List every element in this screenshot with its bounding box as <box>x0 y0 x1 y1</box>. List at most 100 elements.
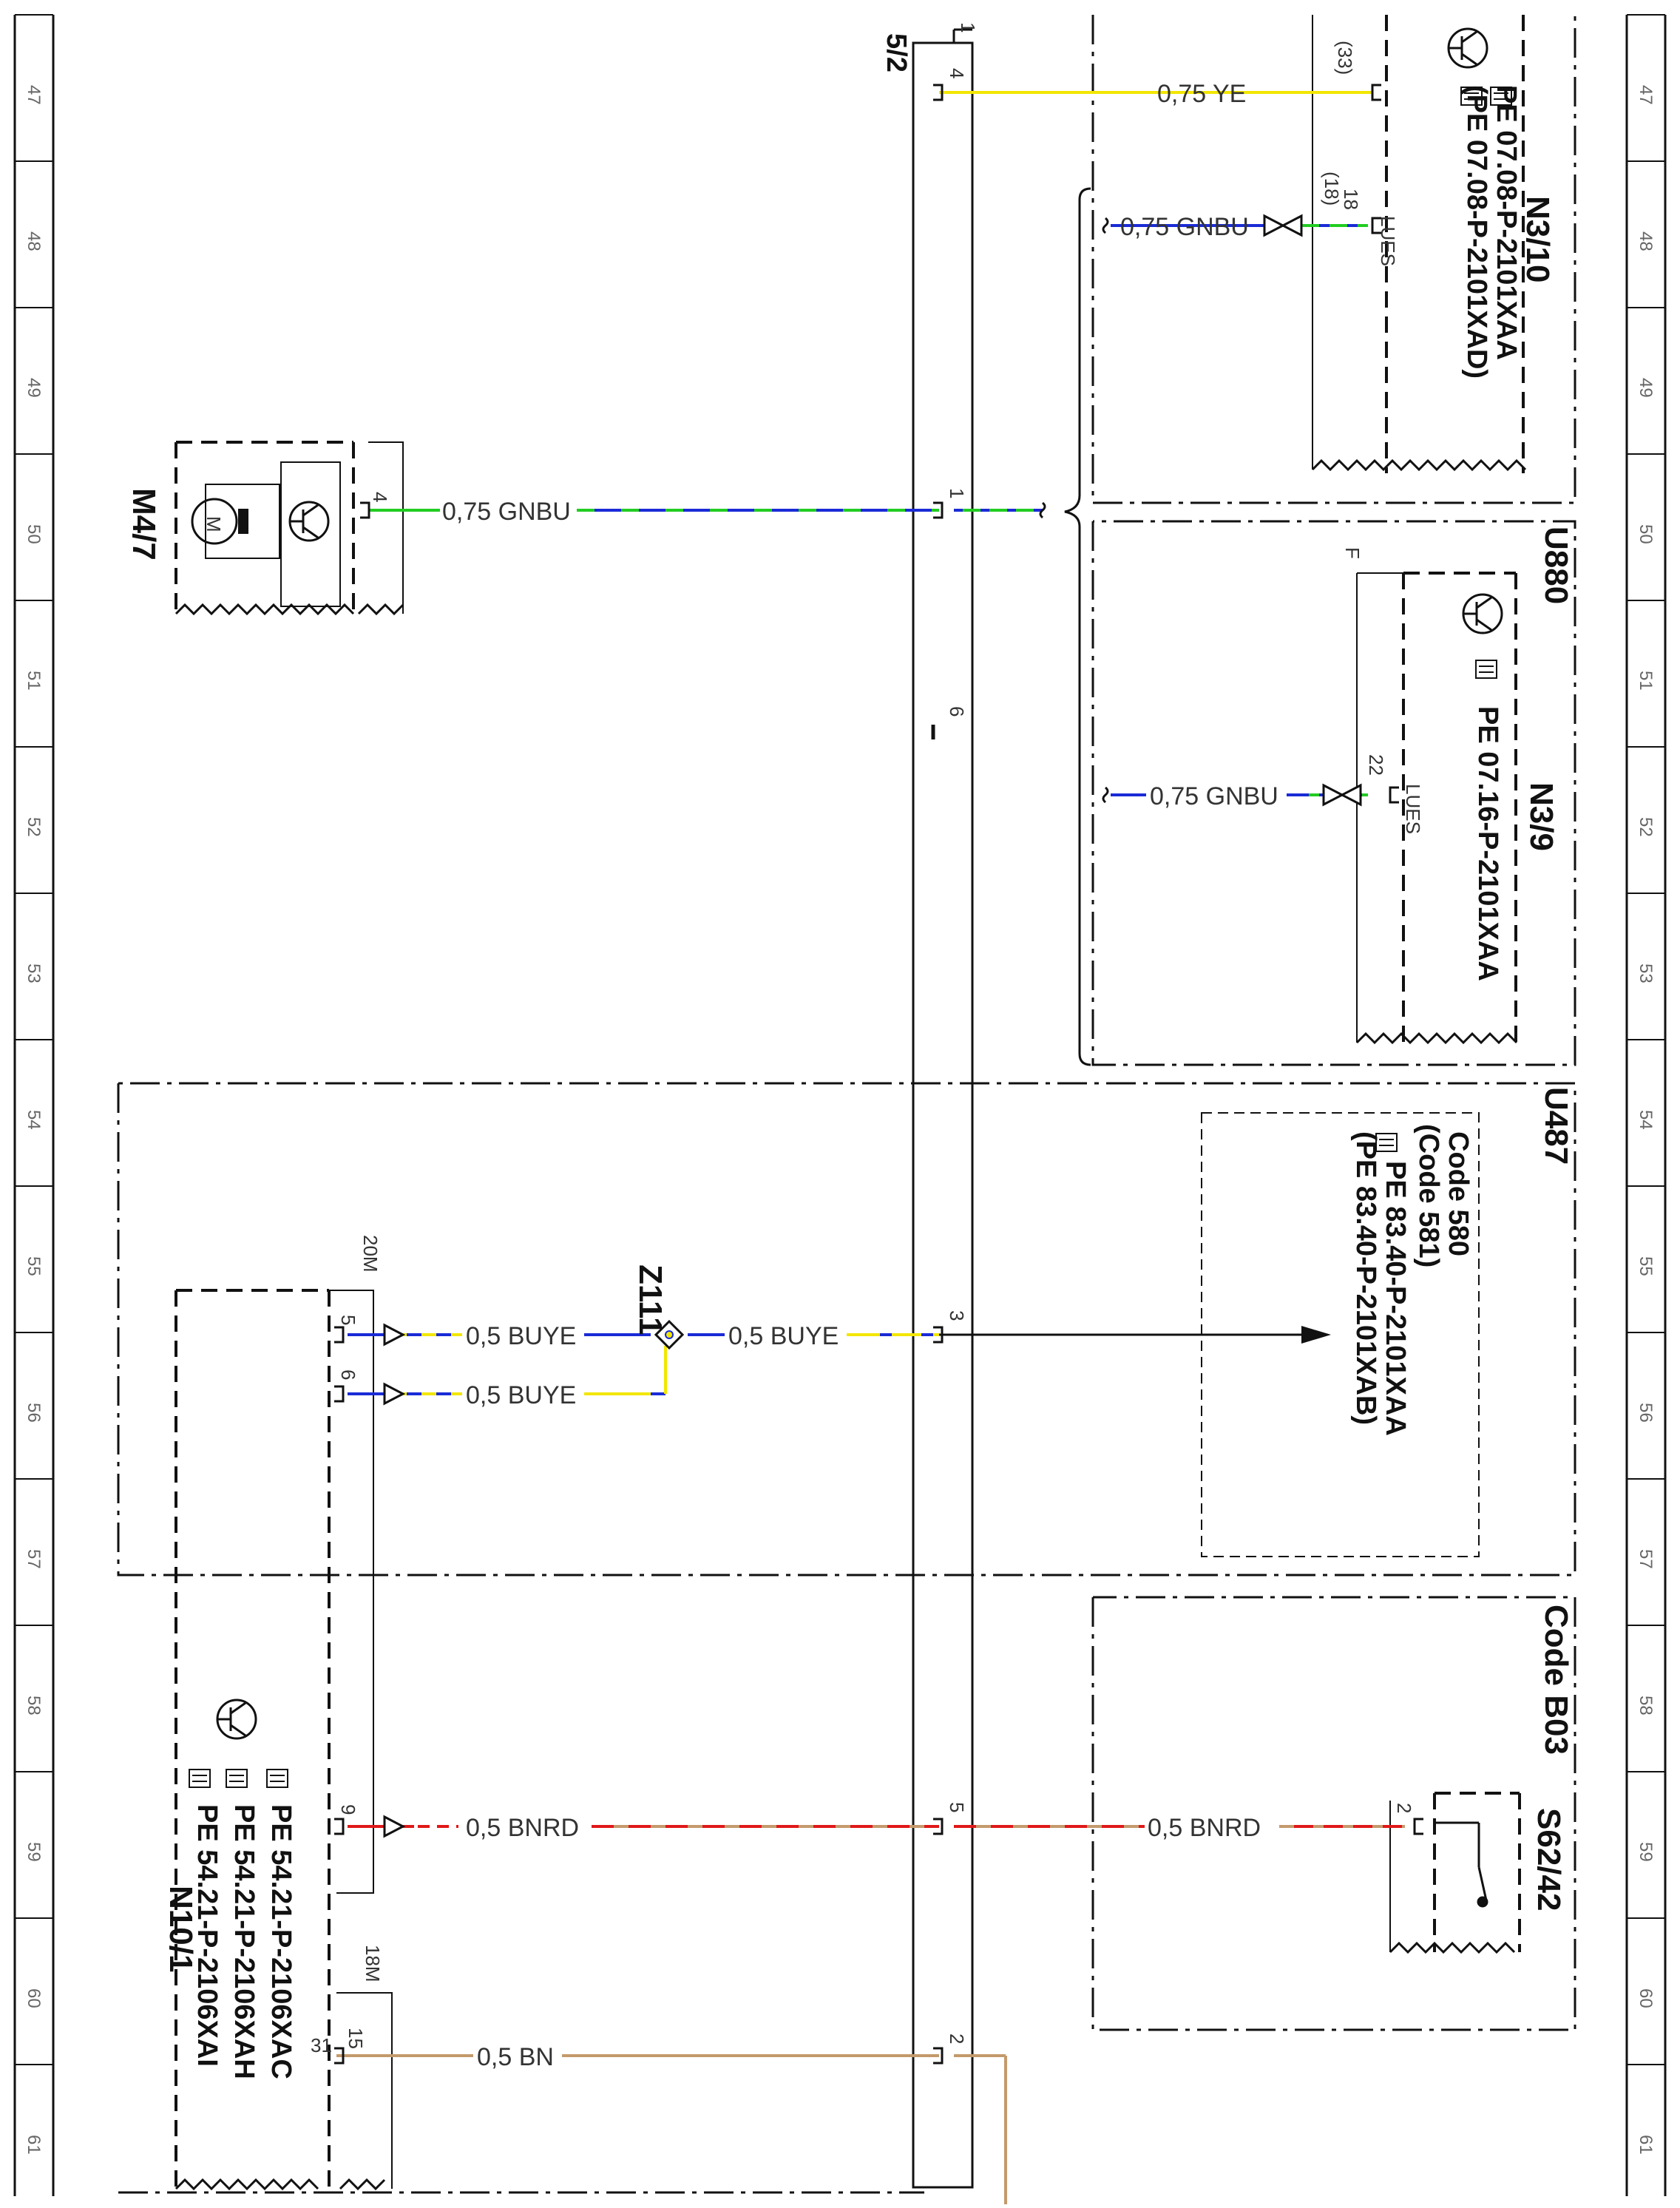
grid-number-left: 49 <box>24 378 44 398</box>
u487-ref2: (PE 83.40-P-2101XAB) <box>1350 1131 1381 1425</box>
n3-10-pin-18: 18 <box>1340 189 1362 210</box>
component-m4-7: M M4/7 4 <box>126 441 404 616</box>
bus-bracket <box>1064 187 1091 1066</box>
wire-label-gnbu-n310: 0,75 GNBU <box>1120 213 1249 241</box>
grid-number-right: 47 <box>1636 85 1656 105</box>
n10-1-pin-5: 5 <box>337 1315 359 1325</box>
grid-number-right: 59 <box>1636 1842 1656 1862</box>
grid-number-right: 51 <box>1636 671 1656 691</box>
u487-code2: (Code 581) <box>1413 1124 1444 1267</box>
grid-number-left: 58 <box>24 1696 44 1716</box>
grid-number-left: 57 <box>24 1549 44 1569</box>
component-u487: U487 Code 580 (Code 581) PE 83.40-P-2101… <box>117 1082 1576 1577</box>
code-b03-name: Code B03 <box>1538 1605 1574 1755</box>
connector-pin-labels: 4 1 6 3 5 2 <box>946 68 968 2044</box>
n10-1-pin-15: 15 <box>345 2028 367 2049</box>
s62-42-name: S62/42 <box>1531 1808 1567 1911</box>
left-grid-rail <box>13 15 55 2196</box>
m4-7-pin-4: 4 <box>369 492 391 502</box>
grid-number-right: 56 <box>1636 1403 1656 1423</box>
grid-number-right: 54 <box>1636 1110 1656 1130</box>
n10-1-pin-9: 9 <box>337 1804 359 1815</box>
wire-label-buye-3: 0,5 BUYE <box>728 1322 839 1350</box>
pin-terminals <box>334 84 1423 2065</box>
wire-label-gnbu-m47: 0,75 GNBU <box>442 498 571 526</box>
n10-1-pin-6: 6 <box>337 1369 359 1380</box>
wire-label-bn: 0,5 BN <box>477 2043 554 2071</box>
connector-5-2-pin-top: 1 <box>957 22 979 33</box>
c52-pin-5: 5 <box>946 1802 968 1812</box>
grid-number-right: 49 <box>1636 378 1656 398</box>
grid-number-left: 56 <box>24 1403 44 1423</box>
n10-1-ref3: PE 54.21-P-2106XAI <box>192 1804 223 2067</box>
n3-10-pin-18b: (18) <box>1321 172 1343 206</box>
n10-1-pin-20m: 20M <box>359 1235 382 1273</box>
grid-number-right: 48 <box>1636 231 1656 251</box>
u487-code1: Code 580 <box>1443 1131 1474 1256</box>
grid-number-left: 50 <box>24 524 44 544</box>
wire-label-ye: 0,75 YE <box>1157 80 1246 108</box>
right-grid-rail <box>1625 15 1667 2196</box>
n3-9-lues: LUES <box>1402 784 1424 834</box>
hand-pointer-icon <box>189 1769 211 1788</box>
u487-ref1: PE 83.40-P-2101XAA <box>1380 1161 1411 1436</box>
c52-pin-1: 1 <box>946 488 968 498</box>
grid-number-right: 52 <box>1636 817 1656 837</box>
motor-letter: M <box>203 516 225 532</box>
grid-number-left: 52 <box>24 817 44 837</box>
svg-text:PE 07.08-P-2101XAA: PE 07.08-P-2101XAA <box>1491 85 1522 360</box>
grid-number-left: 51 <box>24 671 44 691</box>
grid-number-right: 53 <box>1636 964 1656 983</box>
wire-label-bnrd-2: 0,5 BNRD <box>1148 1814 1261 1842</box>
connector-arrows <box>383 214 1362 1838</box>
n3-10-ref2: (PE 07.08-P-2101XAD) <box>1461 85 1492 379</box>
s62-42-pin-2: 2 <box>1393 1803 1415 1813</box>
wire-labels: 0,75 YE 0,75 GNBU 0,75 GNBU 0,75 GNBU 0,… <box>442 80 1278 2071</box>
grid-number-right: 55 <box>1636 1256 1656 1276</box>
n10-1-pin-18m: 18M <box>362 1945 384 1982</box>
n3-10-name: N3/10 <box>1520 196 1556 282</box>
n10-1-name: N10/1 <box>163 1886 199 1972</box>
wire-break-marks <box>1039 217 1109 804</box>
hand-pointer-icon <box>226 1769 248 1788</box>
wire-label-buye-2: 0,5 BUYE <box>466 1381 576 1409</box>
grid-number-left: 54 <box>24 1110 44 1130</box>
n3-9-pin-f: F <box>1341 547 1364 559</box>
connector-5-2-label: 5/2 <box>881 33 912 72</box>
grid-number-right: 57 <box>1636 1549 1656 1569</box>
n3-10-ref1: PE 07.08-P-2101XAA <box>1491 85 1522 360</box>
component-code-b03: Code B03 S62/42 2 <box>1091 1596 1576 2031</box>
connector-5-2: 5/2 1 <box>881 22 979 2189</box>
transistor-icon <box>288 501 330 542</box>
hand-pointer-icon <box>266 1769 288 1788</box>
grid-number-left: 48 <box>24 231 44 251</box>
hand-pointer-icon <box>1375 1133 1398 1152</box>
transistor-icon <box>1447 27 1488 69</box>
u880-name: U880 <box>1538 526 1574 604</box>
n3-9-name: N3/9 <box>1523 782 1559 851</box>
grid-number-left: 55 <box>24 1256 44 1276</box>
n3-9-pin-22: 22 <box>1365 754 1387 776</box>
n10-1-ref1: PE 54.21-P-2106XAC <box>265 1804 297 2079</box>
component-n3-10: PE 07.08-P-2101XAA (PE 07.08-P-2101XAD) … <box>1091 15 1576 504</box>
hand-pointer-icon <box>1475 660 1497 679</box>
u487-name: U487 <box>1538 1087 1574 1165</box>
grid-number-left: 53 <box>24 964 44 983</box>
c52-pin-4: 4 <box>946 68 968 78</box>
n3-9-ref1: PE 07.16-P-2101XAA <box>1472 706 1503 981</box>
grid-number-left: 59 <box>24 1842 44 1862</box>
hand-pointer-icon <box>1460 87 1483 106</box>
grid-number-right: 61 <box>1636 2135 1656 2155</box>
component-u880: U880 F PE 07.16-P-2101XAA N3/9 22 LUES <box>1091 520 1576 1066</box>
z111-name: Z111 <box>632 1264 668 1335</box>
wire-label-buye-1: 0,5 BUYE <box>466 1322 576 1350</box>
n3-10-lues: LUES <box>1377 216 1399 266</box>
c52-pin-3: 3 <box>946 1310 968 1321</box>
switch-icon <box>1435 1821 1488 1908</box>
grid-number-right: 50 <box>1636 524 1656 544</box>
svg-text:(PE 07.08-P-2101XAD): (PE 07.08-P-2101XAD) <box>1461 85 1492 379</box>
hand-pointer-icon <box>1490 87 1512 106</box>
grid-number-right: 60 <box>1636 1988 1656 2008</box>
c52-pin-6: 6 <box>946 706 968 717</box>
